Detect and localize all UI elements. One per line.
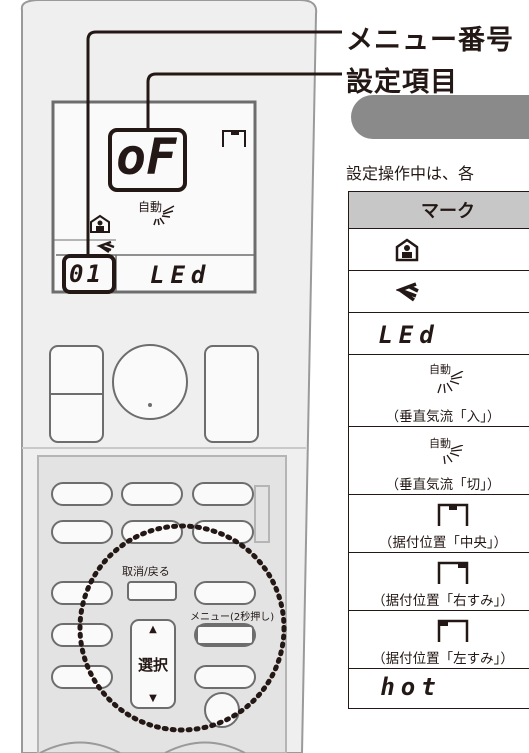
position-center-caption: （据付位置「中央」）: [378, 535, 508, 551]
swing-on-caption: （垂直気流「入」）: [385, 409, 501, 425]
intro-text: 設定操作中は、各: [346, 164, 475, 183]
mark-row-person: [348, 229, 529, 271]
mark-row-led: LEd: [348, 313, 529, 355]
lcd-item-code: LEd: [150, 261, 212, 289]
auto-swing-icon: [437, 371, 464, 394]
lcd-airflow-icon: [96, 240, 115, 254]
lcd-auto-label: 自動: [138, 200, 163, 214]
airflow-wave-icon: [396, 282, 419, 302]
mark-row-swing-on: 自動 （垂直気流「入」）: [348, 355, 529, 427]
mark-row-swing-off: 自動 （垂直気流「切」）: [348, 427, 529, 495]
menu-hold-label: メニュー(2秒押し): [190, 612, 275, 623]
swing-on-auto-label: 自動: [429, 363, 451, 376]
down-arrow-icon: ▼: [149, 693, 157, 704]
position-left-icon: [437, 619, 469, 642]
cancel-back-label: 取消/戻る: [122, 565, 170, 578]
auto-swing-off-icon: [443, 445, 464, 465]
mark-row-position-center: （据付位置「中央」）: [348, 495, 529, 553]
mark-row-position-right: （据付位置「右すみ」）: [348, 553, 529, 611]
position-center-icon: [437, 503, 469, 526]
cancel-back-button[interactable]: [128, 582, 176, 600]
mark-row-airflow: [348, 271, 529, 313]
swing-off-auto-label: 自動: [429, 437, 451, 450]
select-area-highlight: [77, 523, 287, 733]
select-button[interactable]: ▲ 選択 ▼: [131, 620, 175, 708]
mark-row-position-left: （据付位置「左すみ」）: [348, 611, 529, 669]
position-right-caption: （据付位置「右すみ」）: [372, 593, 514, 609]
callout-setting-item: 設定項目: [346, 67, 458, 98]
lcd-menu-number: 01: [69, 260, 104, 288]
menu-button[interactable]: [197, 626, 253, 644]
callout-menu-number: メニュー番号: [346, 25, 514, 56]
mark-table-header: マーク: [348, 191, 529, 229]
led-segment-text: LEd: [378, 321, 440, 349]
person-home-icon: [395, 238, 419, 262]
section-heading-pill: [351, 95, 529, 139]
lcd-big-value: oF: [116, 128, 177, 186]
position-left-caption: （据付位置「左すみ」）: [372, 651, 514, 667]
hot-segment-text: hot: [380, 673, 442, 701]
swing-off-caption: （垂直気流「切」）: [385, 477, 501, 493]
mark-row-hot: hot: [348, 669, 529, 709]
lcd-swing-icon: [153, 205, 175, 226]
select-label: 選択: [137, 655, 168, 674]
position-right-icon: [437, 561, 469, 584]
up-arrow-icon: ▲: [149, 624, 157, 635]
lcd-person-home-icon: [90, 214, 110, 233]
